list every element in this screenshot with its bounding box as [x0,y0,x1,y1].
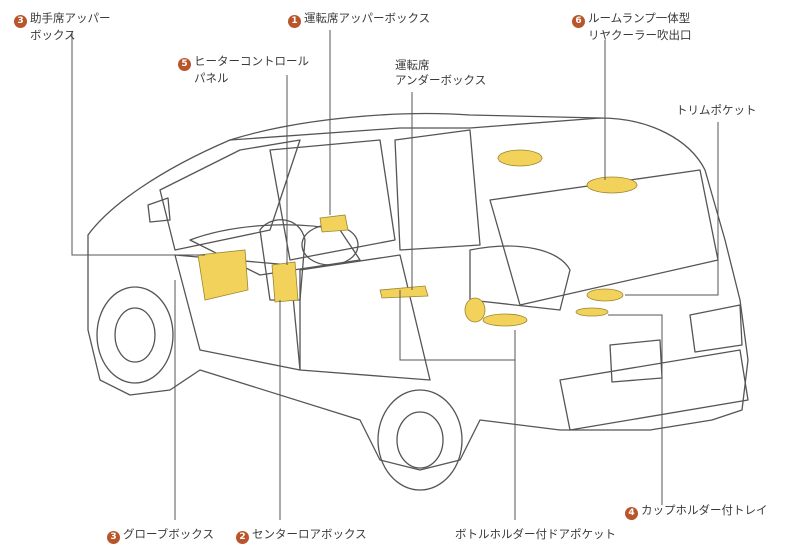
highlight-under [379,285,429,299]
leader-trim [625,122,719,296]
badge-6: 6 [572,15,585,28]
rear-seat [469,245,571,311]
badge-4: 4 [625,507,638,520]
windshield [159,139,301,251]
label-driver-under-box: 運転席 アンダーボックス [395,58,486,88]
badge-3: 3 [107,531,120,544]
highlight-cup-tray [575,307,609,317]
label-line1: 助手席アッパー [30,11,111,25]
badge-1: 1 [288,15,301,28]
badge-2: 2 [236,531,249,544]
label-line1: 運転席 [395,58,430,72]
label-line1: センターロアボックス [252,527,367,541]
highlight-driver-upper [319,214,349,233]
highlight-bottle-right [482,313,528,327]
highlight-roof-lamp-2 [586,176,638,194]
label-line1: ルームランプ一体型 [588,11,691,25]
rear-wheel [377,389,463,491]
highlight-bottle-left [464,297,486,323]
leader-bottle [399,290,516,520]
label-line1: グローブボックス [123,527,214,541]
badge-3: 3 [14,15,27,28]
label-bottle-holder-door-pocket: ボトルホルダー付ドアポケット [455,527,616,542]
roof-line [229,112,601,141]
rear-wheel-hub [396,411,444,469]
highlight-trim-pocket [586,288,624,302]
label-line2: ボックス [30,28,76,42]
front-door-window [269,139,396,261]
rear-bumper [559,349,749,431]
highlight-roof-lamp-1 [497,149,543,167]
highlight-glovebox [197,249,249,301]
label-line1: ボトルホルダー付ドアポケット [455,527,616,541]
label-line2: リヤクーラー吹出口 [588,28,692,42]
label-trim-pocket: トリムポケット [676,103,757,118]
side-mirror [147,197,171,223]
label-line1: カップホルダー付トレイ [641,503,768,517]
label-line2: パネル [194,71,229,85]
label-line2: アンダーボックス [395,73,487,87]
label-line1: トリムポケット [676,103,757,117]
label-line1: 運転席アッパーボックス [304,11,431,25]
front-wheel-hub [114,307,156,363]
leader-3-top [71,32,205,256]
label-line1: ヒーターコントロール [194,54,309,68]
seat [259,219,306,301]
rear-door-window [394,129,481,251]
highlight-center-lower [271,261,299,303]
front-wheel [96,286,174,384]
side-door [299,254,431,381]
badge-5: 5 [178,58,191,71]
leader-4 [608,314,663,505]
license-plate [609,339,663,383]
car-body-outline [87,117,749,471]
tail-light [689,304,743,353]
